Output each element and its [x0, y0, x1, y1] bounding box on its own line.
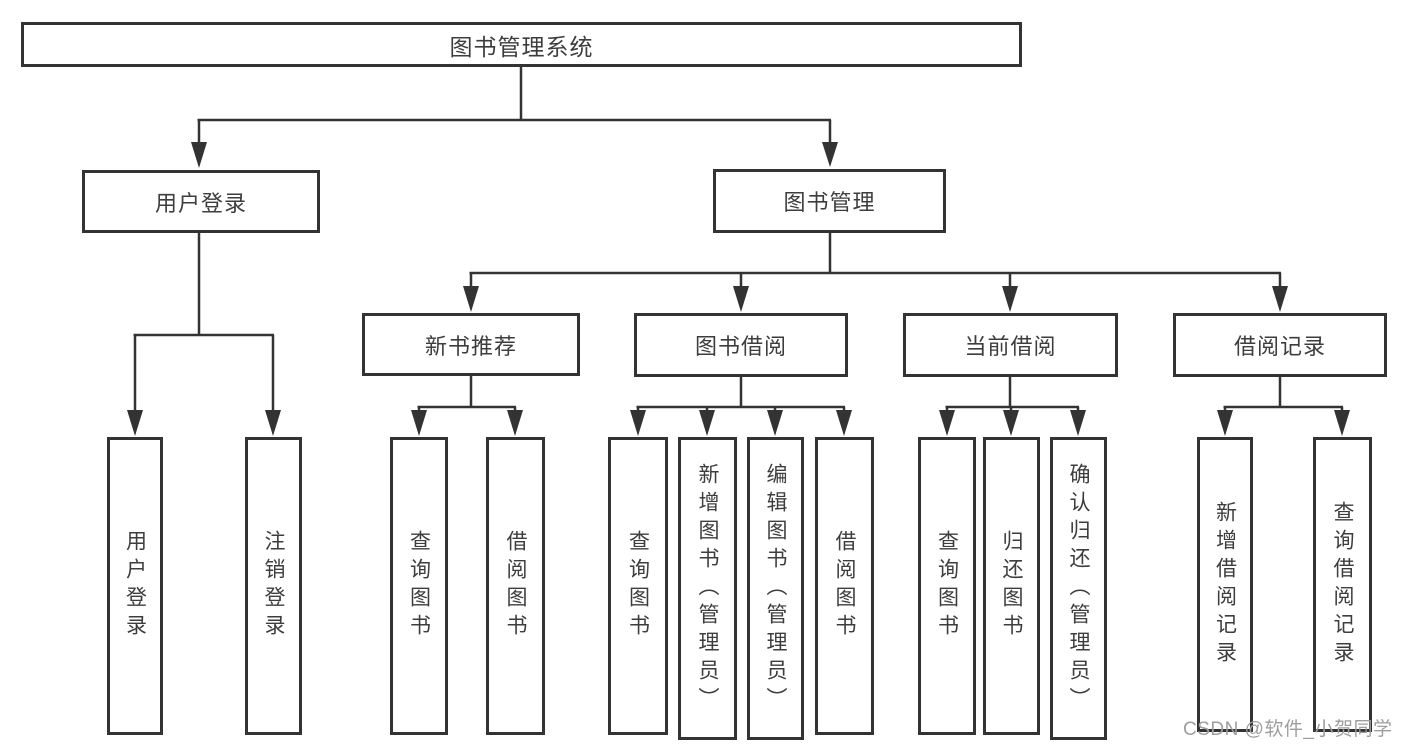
- node-root-label: 图书管理系统: [449, 33, 594, 60]
- csdn-watermark: CSDN @软件_小贺同学: [1183, 719, 1393, 740]
- node-new-book-recommend: 新书推荐: [362, 313, 580, 376]
- node-borrow-records: 借阅记录: [1173, 313, 1387, 377]
- node-root: 图书管理系统: [21, 22, 1022, 67]
- leaf-add-borrow-record: 新增借阅记录: [1197, 437, 1253, 732]
- leaf-query-books-recommend-label: 查询图书: [407, 530, 431, 642]
- leaf-borrow-books-label: 借阅图书: [833, 530, 856, 642]
- leaf-query-borrow-record: 查询借阅记录: [1313, 437, 1372, 732]
- leaf-return-books-label: 归还图书: [1000, 530, 1023, 642]
- leaf-logout-label: 注销登录: [262, 530, 285, 642]
- node-book-management: 图书管理: [713, 169, 946, 233]
- leaf-borrow-books-recommend: 借阅图书: [486, 437, 545, 735]
- leaf-query-books-current: 查询图书: [918, 437, 976, 735]
- arrowheads: [127, 142, 1350, 436]
- node-new-book-recommend-label: 新书推荐: [424, 333, 517, 359]
- leaf-edit-books-admin-label: 编辑图书（管理员）: [764, 462, 787, 715]
- leaf-user-login: 用户登录: [107, 437, 163, 735]
- leaf-query-borrow-record-label: 查询借阅记录: [1331, 500, 1354, 669]
- leaf-query-books-recommend: 查询图书: [390, 437, 448, 735]
- node-book-borrow-label: 图书借阅: [694, 334, 787, 359]
- leaf-add-books-admin: 新增图书（管理员）: [678, 437, 737, 740]
- leaf-query-books-borrow: 查询图书: [608, 437, 668, 735]
- leaf-add-books-admin-label: 新增图书（管理员）: [696, 462, 719, 715]
- leaf-user-login-label: 用户登录: [123, 530, 147, 642]
- leaf-confirm-return-admin-label: 确认归还（管理员）: [1067, 462, 1090, 715]
- leaf-query-books-borrow-label: 查询图书: [626, 530, 650, 642]
- node-user-login: 用户登录: [82, 170, 320, 233]
- leaf-borrow-books-recommend-label: 借阅图书: [504, 530, 527, 642]
- node-current-borrow-label: 当前借阅: [964, 334, 1057, 359]
- leaf-borrow-books: 借阅图书: [815, 437, 874, 735]
- leaf-return-books: 归还图书: [983, 437, 1040, 735]
- leaf-edit-books-admin: 编辑图书（管理员）: [747, 437, 804, 740]
- node-book-borrow: 图书借阅: [634, 313, 848, 377]
- leaf-query-books-current-label: 查询图书: [935, 530, 959, 642]
- node-borrow-records-label: 借阅记录: [1233, 334, 1326, 359]
- leaf-add-borrow-record-label: 新增借阅记录: [1213, 500, 1237, 669]
- leaf-confirm-return-admin: 确认归还（管理员）: [1050, 437, 1107, 740]
- node-book-management-label: 图书管理: [783, 190, 876, 215]
- node-user-login-label: 用户登录: [154, 190, 247, 216]
- node-current-borrow: 当前借阅: [903, 313, 1118, 377]
- leaf-logout: 注销登录: [245, 437, 302, 735]
